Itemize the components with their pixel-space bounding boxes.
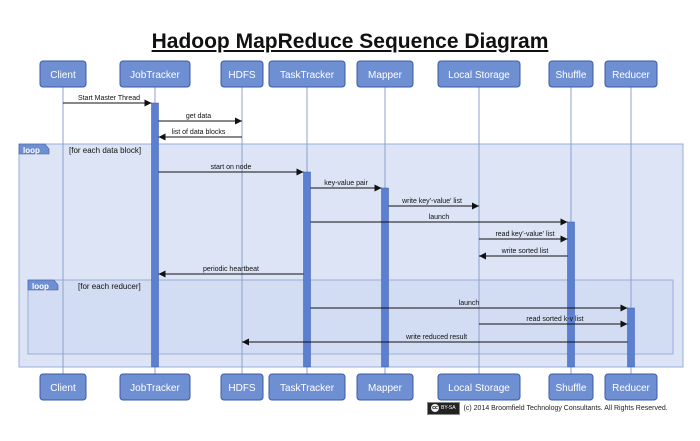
participant-label: JobTracker	[130, 70, 180, 81]
arrowhead	[560, 235, 568, 243]
cc-license-label: BY-SA	[441, 405, 456, 411]
participant-label: JobTracker	[130, 383, 180, 394]
message-label: key-value pair	[324, 180, 368, 187]
activation-tasktracker	[303, 171, 311, 368]
participant-reducer-bottom[interactable]	[604, 373, 658, 401]
participant-client-bottom[interactable]	[39, 373, 87, 401]
participant-label: Mapper	[368, 383, 403, 394]
participant-hdfs-top[interactable]	[220, 60, 264, 88]
participant-label: Shuffle	[556, 383, 587, 394]
arrowhead	[472, 202, 479, 210]
message-label: Start Master Thread	[78, 95, 140, 102]
participant-jobtracker-bottom[interactable]	[119, 373, 191, 401]
participant-shuffle-bottom[interactable]	[548, 373, 594, 401]
message-label: write reduced result	[405, 334, 467, 341]
loop-tag	[18, 143, 50, 155]
participant-localstorage-top[interactable]	[437, 60, 521, 88]
participant-reducer-top[interactable]	[604, 60, 658, 88]
participant-client-top[interactable]	[39, 60, 87, 88]
participant-label: Mapper	[368, 70, 403, 81]
arrowhead	[560, 218, 568, 226]
participant-mapper-bottom[interactable]	[356, 373, 414, 401]
activation-mapper	[381, 187, 389, 368]
cc-license-badge[interactable]: cc BY-SA	[427, 401, 460, 415]
participant-label: TaskTracker	[280, 70, 335, 81]
participant-mapper-top[interactable]	[356, 60, 414, 88]
message-label: launch	[459, 300, 480, 307]
arrowhead	[620, 304, 628, 312]
participant-label: TaskTracker	[280, 383, 335, 394]
arrowhead	[620, 320, 628, 328]
message-label: get data	[186, 113, 211, 120]
message-label: write sorted list	[501, 248, 549, 255]
loop-tag-label: loop	[23, 146, 40, 155]
message-label: start on node	[211, 164, 252, 171]
participant-label: Shuffle	[556, 70, 587, 81]
activation-jobtracker	[151, 102, 159, 368]
participant-hdfs-bottom[interactable]	[220, 373, 264, 401]
participant-shuffle-top[interactable]	[548, 60, 594, 88]
arrowhead	[158, 270, 166, 278]
cc-icon: cc	[431, 404, 439, 412]
participant-label: Local Storage	[448, 70, 510, 81]
participant-label: HDFS	[228, 383, 256, 394]
message-label: list of data blocks	[172, 129, 226, 136]
participant-label: Reducer	[612, 70, 650, 81]
loop-guard: [for each data block]	[69, 146, 141, 155]
message-label: write key'-value' list	[401, 198, 462, 205]
message-label: read key'-value' list	[495, 231, 554, 238]
participant-label: Local Storage	[448, 383, 510, 394]
participant-label: Client	[50, 70, 76, 81]
arrowhead	[374, 184, 382, 192]
participant-jobtracker-top[interactable]	[119, 60, 191, 88]
arrowhead	[158, 133, 166, 141]
arrowhead	[235, 117, 242, 125]
participant-tasktracker-top[interactable]	[268, 60, 346, 88]
footer: cc BY-SA (c) 2014 Broomfield Technology …	[427, 401, 668, 415]
activation-shuffle	[567, 221, 575, 368]
message-label: read sorted k-v list	[526, 316, 583, 323]
loop-tag-label: loop	[32, 282, 49, 291]
participant-label: Client	[50, 383, 76, 394]
page-title: Hadoop MapReduce Sequence Diagram	[151, 30, 549, 53]
arrowhead	[242, 338, 249, 346]
loop-guard: [for each reducer]	[78, 282, 141, 291]
participant-label: HDFS	[228, 70, 256, 81]
loop-tag	[27, 279, 59, 291]
participant-label: Reducer	[612, 383, 650, 394]
copyright-text: (c) 2014 Broomfield Technology Consultan…	[463, 404, 668, 412]
message-label: launch	[429, 214, 450, 221]
arrowhead	[479, 252, 486, 260]
arrowhead	[144, 99, 152, 107]
message-label: periodic heartbeat	[203, 266, 259, 273]
participant-tasktracker-bottom[interactable]	[268, 373, 346, 401]
participant-localstorage-bottom[interactable]	[437, 373, 521, 401]
arrowhead	[296, 168, 304, 176]
activation-reducer	[627, 307, 635, 368]
